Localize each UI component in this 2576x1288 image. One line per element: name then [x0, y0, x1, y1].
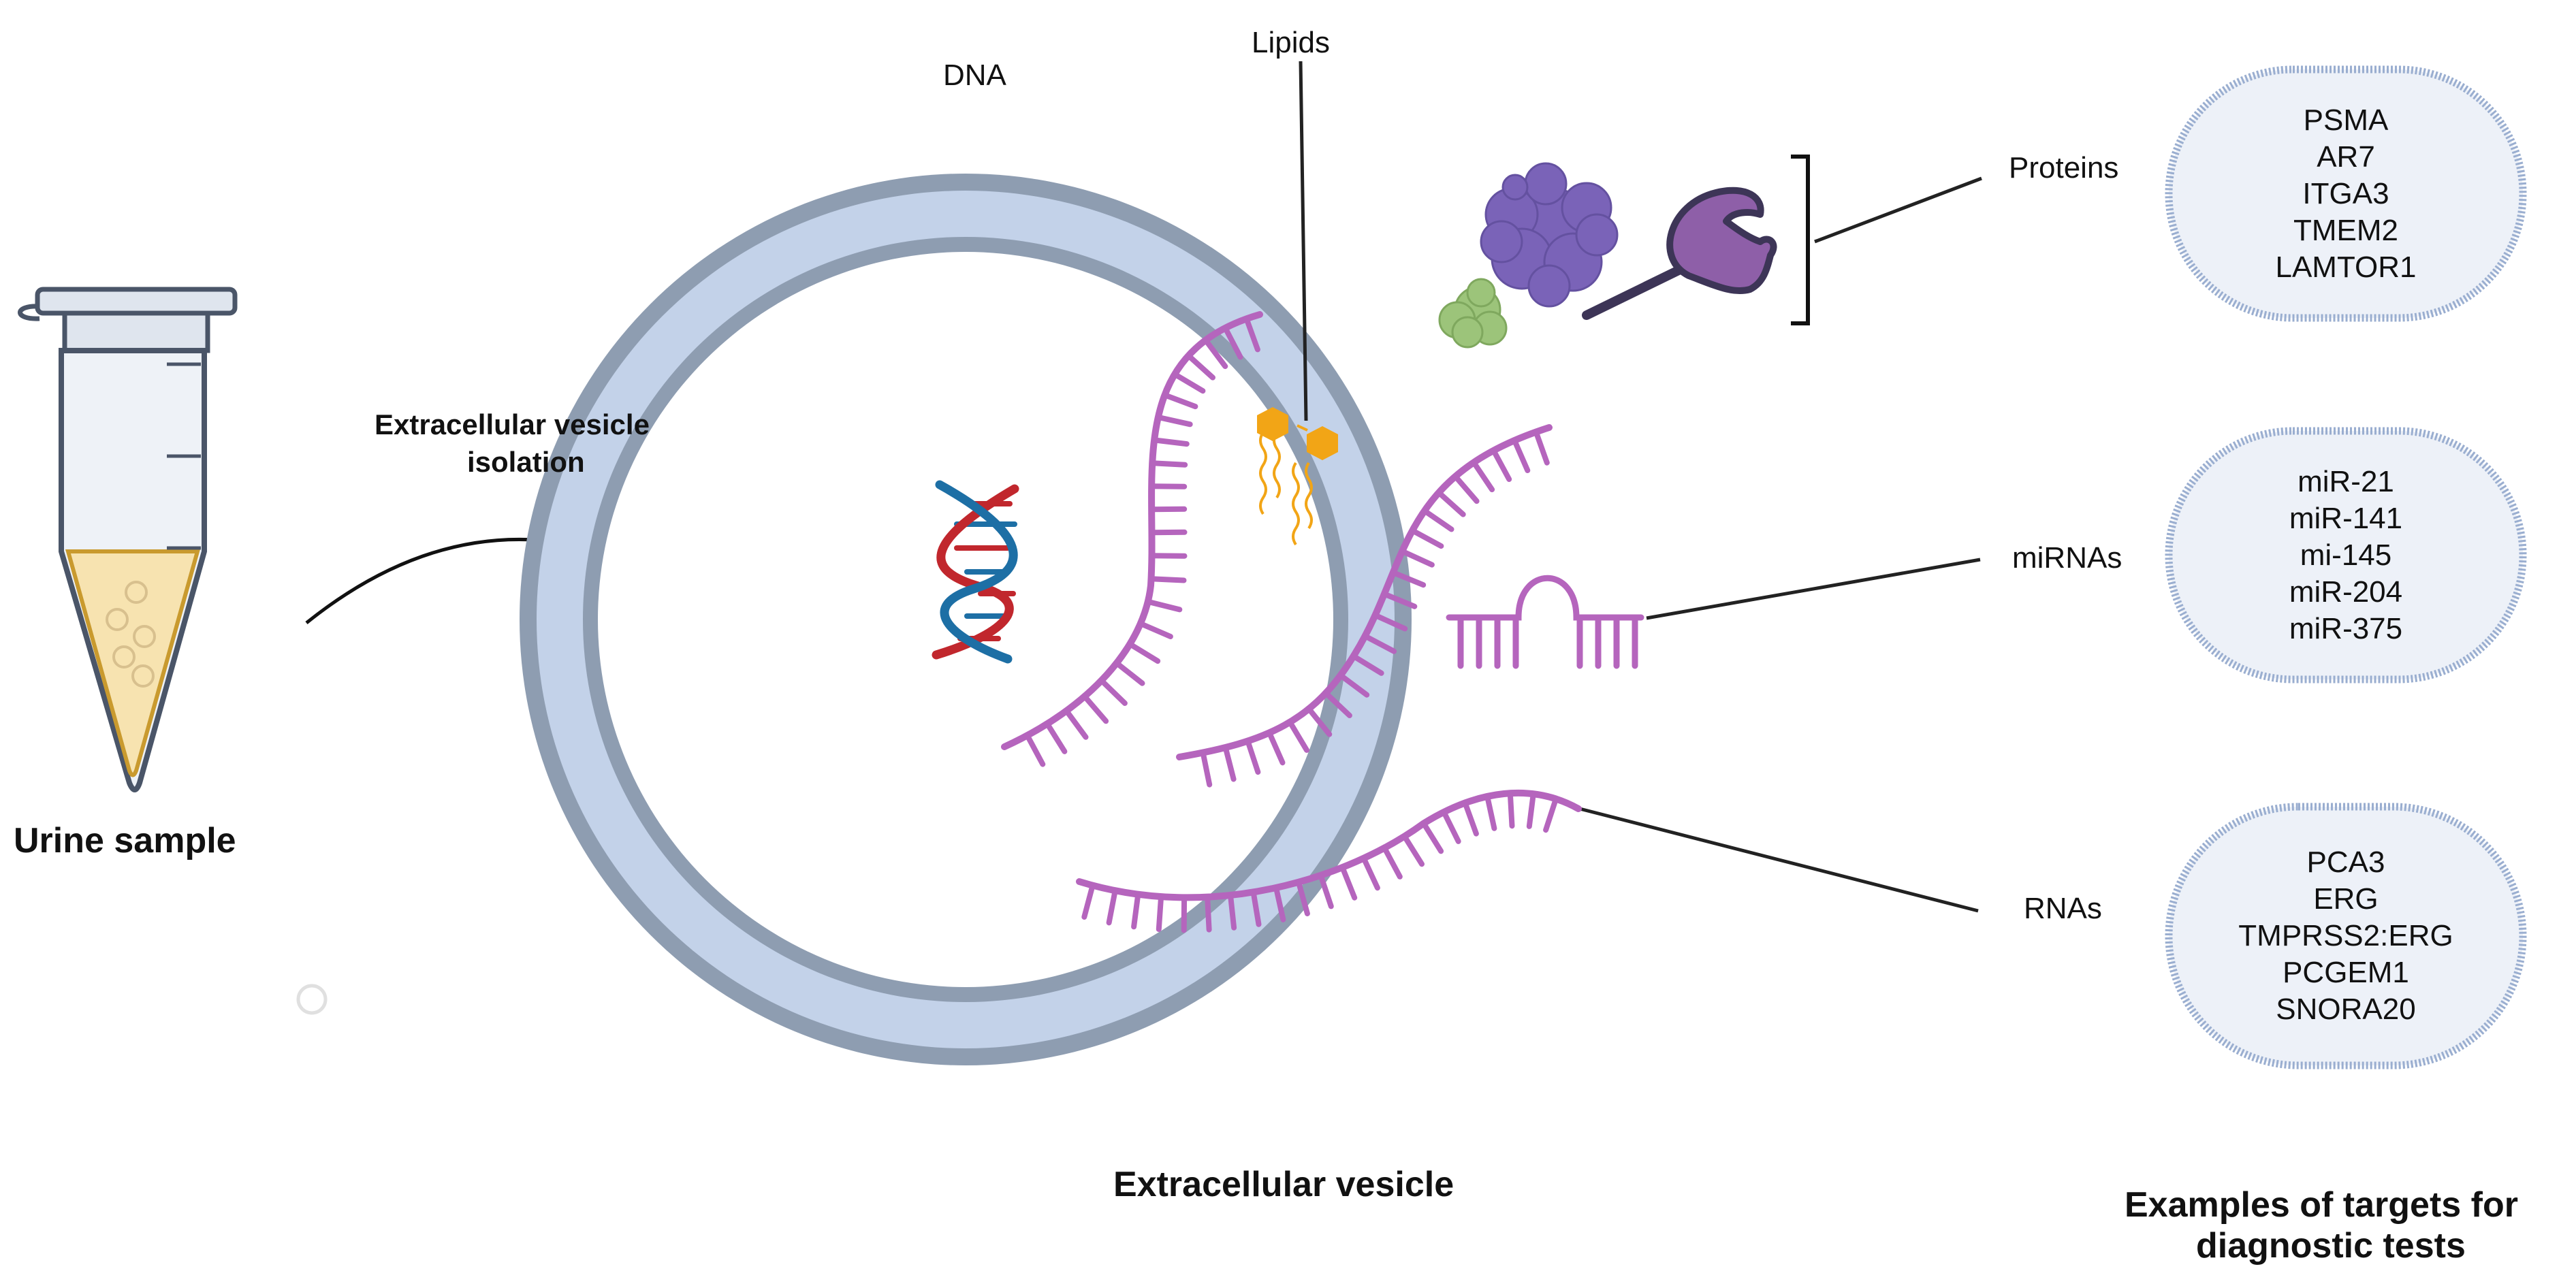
mirna-target-item: miR-204	[2289, 574, 2402, 611]
lipids-label: Lipids	[1252, 26, 1330, 60]
protein-target-item: TMEM2	[2293, 212, 2398, 249]
rna-base	[1405, 837, 1422, 865]
rna-target-item: PCGEM1	[2283, 954, 2409, 991]
rna-base	[1514, 440, 1527, 470]
vesicle-membrane	[520, 174, 1412, 1065]
mirna-target-item: mi-145	[2300, 537, 2392, 574]
rna-base	[1230, 895, 1234, 928]
proteins-bracket	[1791, 157, 1808, 323]
mirna-target-item: miR-141	[2289, 500, 2402, 537]
rnas-label: RNAs	[2024, 892, 2102, 926]
rna-target-item: SNORA20	[2276, 991, 2415, 1028]
proteins-icon	[1440, 163, 1774, 347]
protein-target-item: PSMA	[2304, 102, 2389, 139]
rna-target-item: PCA3	[2307, 844, 2385, 881]
rna-base	[1465, 803, 1476, 834]
mirna-targets-list: miR-21 miR-141 mi-145 miR-204 miR-375	[2169, 431, 2523, 679]
rna-base	[1342, 867, 1354, 898]
rna-base	[1529, 794, 1533, 826]
proteins-pointer	[1815, 178, 1982, 242]
rnas-pointer	[1580, 809, 1978, 911]
targets-title-line2: diagnostic tests	[2196, 1225, 2466, 1266]
isolation-label-line2: isolation	[467, 446, 585, 479]
mirnas-label: miRNAs	[2012, 541, 2122, 575]
rna-base	[1487, 796, 1494, 828]
mirna-target-item: miR-375	[2289, 611, 2402, 647]
rna-base	[1455, 477, 1476, 501]
mirna-target-item: miR-21	[2297, 464, 2394, 500]
targets-title-line1: Examples of targets for	[2125, 1185, 2518, 1225]
urine-sample-title: Urine sample	[14, 820, 236, 861]
isolation-label-line1: Extracellular vesicle	[375, 408, 650, 441]
proteins-label: Proteins	[2009, 151, 2118, 185]
rna-base	[1151, 486, 1184, 487]
protein-targets-list: PSMA AR7 ITGA3 TMEM2 LAMTOR1	[2169, 69, 2523, 318]
protein-target-item: ITGA3	[2302, 176, 2389, 212]
rna-base	[1474, 462, 1492, 489]
protein-target-item: AR7	[2317, 139, 2375, 176]
rna-targets-list: PCA3 ERG TMPRSS2:ERG PCGEM1 SNORA20	[2169, 807, 2523, 1065]
rna-base	[1151, 579, 1184, 580]
rna-base	[1384, 848, 1400, 877]
urine-tube-icon	[20, 289, 236, 790]
mirna-hairpin-icon	[1449, 578, 1641, 666]
rna-base	[1154, 440, 1187, 444]
rna-base	[1493, 451, 1509, 479]
vesicle-title: Extracellular vesicle	[1113, 1164, 1454, 1205]
rna-target-item: ERG	[2313, 881, 2378, 918]
rna-base	[1424, 824, 1441, 852]
rna-base	[1439, 493, 1463, 515]
rna-base	[1425, 511, 1452, 529]
rna-base	[1364, 858, 1378, 888]
rna-base	[1207, 897, 1209, 930]
rna-base	[1152, 463, 1185, 465]
rna-base	[1536, 432, 1547, 463]
rna-base	[1546, 799, 1556, 831]
decorative-circle	[298, 986, 325, 1013]
mirnas-pointer	[1647, 560, 1980, 618]
rna-base	[1159, 897, 1161, 929]
dna-label: DNA	[943, 59, 1006, 93]
rna-target-item: TMPRSS2:ERG	[2238, 918, 2453, 954]
protein-target-item: LAMTOR1	[2275, 249, 2416, 286]
rna-base	[1412, 530, 1441, 546]
rna-base	[1510, 793, 1512, 826]
rna-base	[1444, 812, 1458, 841]
